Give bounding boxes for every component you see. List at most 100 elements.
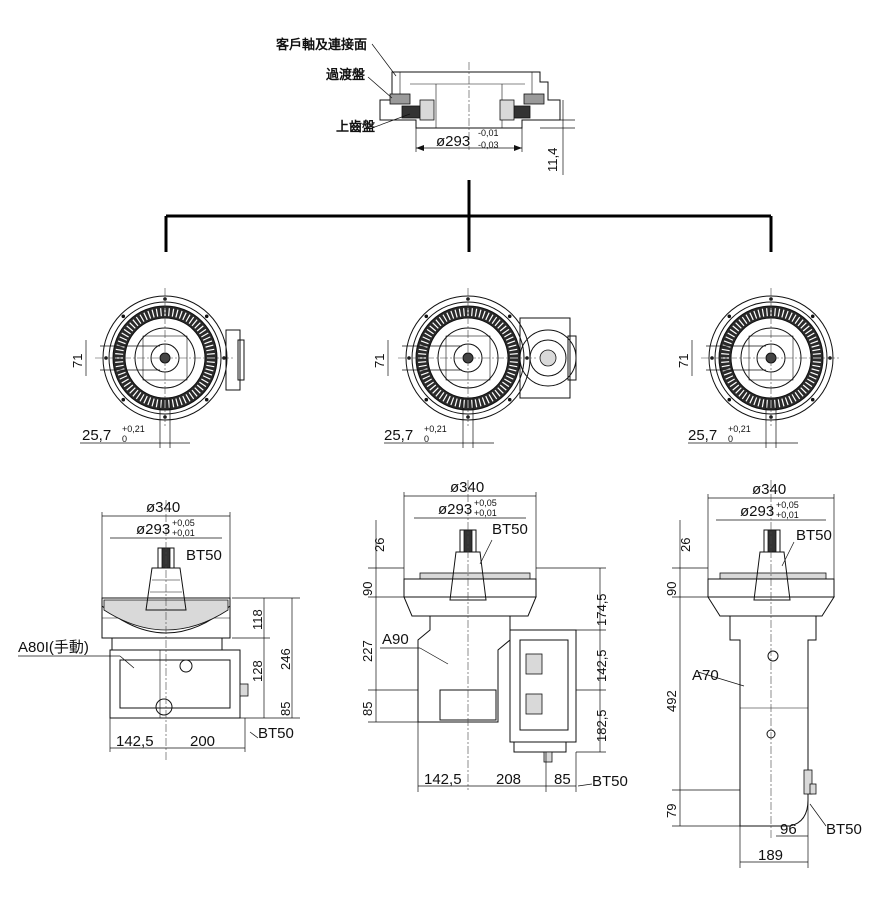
gear-tooth	[784, 397, 789, 406]
gear-tooth	[781, 309, 785, 318]
gear-tooth	[171, 399, 175, 408]
gear-tooth	[761, 308, 765, 317]
gear-tooth	[463, 308, 465, 317]
sl-tol-lower: +0,01	[172, 528, 195, 538]
gear-tooth	[129, 322, 136, 329]
tv1-dim-71: 71	[372, 354, 387, 368]
sr-h26: 26	[678, 538, 693, 552]
gear-tooth	[494, 389, 501, 397]
gear-tooth	[191, 319, 198, 327]
middle-motor-topview	[519, 317, 577, 399]
gear-tooth	[807, 378, 815, 384]
tv0-dim-71: 71	[70, 354, 85, 368]
gear-tooth	[741, 316, 748, 324]
gear-tooth	[811, 368, 820, 372]
customer-shaft-label: 客戶軸及連接面	[276, 37, 367, 53]
gear-tooth	[812, 348, 821, 352]
sm-d293: ø293	[438, 501, 472, 518]
gear-tooth	[485, 312, 490, 321]
sm-w208: 208	[496, 771, 521, 788]
gear-tooth	[147, 310, 152, 319]
gear-tooth	[426, 381, 434, 388]
gear-tooth	[196, 384, 204, 391]
sr-bt50-bottom: BT50	[826, 821, 862, 838]
gear-tooth	[426, 328, 434, 335]
sr-model: A70	[692, 667, 719, 684]
bolt-hole	[121, 397, 126, 402]
bolt-hole	[507, 314, 512, 319]
gear-tooth	[471, 308, 473, 317]
top-view-right	[701, 288, 841, 428]
gear-tooth	[505, 375, 514, 380]
gear-tooth	[757, 398, 761, 407]
gear-tooth	[206, 353, 215, 355]
sl-h85: 85	[278, 702, 293, 716]
gear-tooth	[168, 399, 170, 408]
gear-tooth	[435, 319, 442, 327]
gear-tooth	[206, 361, 215, 363]
sm-h174: 174,5	[594, 593, 609, 626]
gear-tooth	[115, 364, 124, 368]
gear-tooth	[812, 361, 821, 363]
sm-h182: 182,5	[594, 709, 609, 742]
gear-tooth	[488, 394, 494, 402]
gear-tooth	[135, 316, 142, 324]
gear-tooth	[422, 336, 431, 341]
gear-tooth	[735, 322, 742, 329]
gear-tooth	[812, 364, 821, 368]
gear-tooth	[745, 314, 751, 322]
side-view-right	[672, 480, 835, 868]
sm-h227: 227	[360, 640, 375, 662]
gear-tooth	[199, 381, 207, 388]
tv1-tol-lower: 0	[424, 434, 429, 444]
gear-tooth	[178, 397, 183, 406]
sl-h246: 246	[278, 648, 293, 670]
gear-tooth	[429, 325, 437, 332]
gear-tooth	[454, 309, 458, 318]
gear-tooth	[723, 371, 732, 376]
gear-tooth	[185, 394, 191, 402]
bolt-hole	[204, 397, 209, 402]
sm-bt50-bottom: BT50	[592, 773, 628, 790]
gear-tooth	[721, 348, 730, 352]
sm-d340: ø340	[450, 479, 484, 496]
gear-tooth	[721, 361, 730, 363]
tv2-tol-upper: +0,21	[728, 424, 751, 434]
sm-h90: 90	[360, 582, 375, 596]
gear-tooth	[418, 364, 427, 368]
gear-tooth	[151, 398, 155, 407]
gear-tooth	[420, 340, 429, 345]
gear-tooth	[188, 316, 195, 324]
gear-tooth	[761, 399, 765, 408]
bolt-hole	[424, 314, 429, 319]
gear-tooth	[424, 332, 432, 338]
gear-tooth	[499, 384, 507, 391]
gear-tooth	[117, 340, 126, 345]
gear-tooth	[155, 399, 159, 408]
gear-tooth	[504, 332, 512, 338]
gear-tooth	[502, 328, 510, 335]
gear-tooth	[474, 308, 478, 317]
gear-tooth	[418, 361, 427, 363]
gear-tooth	[420, 371, 429, 376]
gear-tooth	[507, 371, 516, 376]
gear-tooth	[442, 314, 448, 322]
gear-tooth	[807, 332, 815, 338]
gear-tooth	[188, 392, 195, 400]
gear-tooth	[735, 387, 742, 394]
gear-tooth	[450, 397, 455, 406]
gear-tooth	[749, 312, 754, 321]
gear-tooth	[497, 322, 504, 329]
gear-tooth	[175, 398, 179, 407]
gear-tooth	[774, 399, 776, 408]
gear-tooth	[741, 392, 748, 400]
bolt-hole	[810, 397, 815, 402]
gear-tooth	[777, 308, 781, 317]
top-tol-lower: -0,03	[478, 140, 499, 150]
gear-tooth	[753, 310, 758, 319]
sr-w189: 189	[758, 847, 783, 864]
tv2-tol-lower: 0	[728, 434, 733, 444]
gear-tooth	[753, 397, 758, 406]
gear-tooth	[800, 387, 807, 394]
